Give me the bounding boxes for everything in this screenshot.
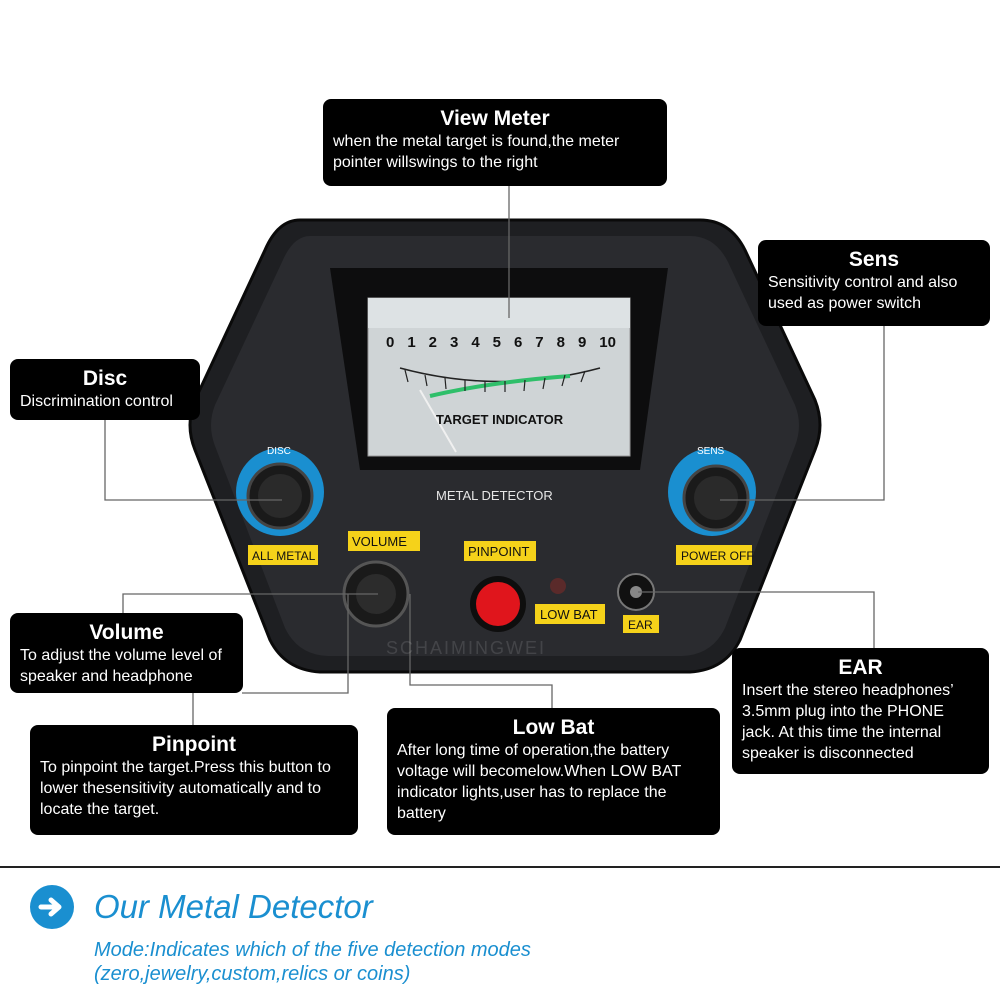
arrow-right-icon [30, 885, 74, 929]
view-meter-desc: when the metal target is found,the meter… [333, 133, 620, 171]
meter-label: TARGET INDICATOR [436, 412, 564, 427]
sens-knob-label: SENS [697, 446, 725, 457]
pinpoint-label: PINPOINT [468, 544, 530, 559]
callout-disc: Disc Discrimination control [10, 359, 200, 420]
pinpoint-desc: To pinpoint the target.Press this button… [40, 759, 331, 818]
sens-desc: Sensitivity control and also used as pow… [768, 274, 958, 312]
meter-scale-2: 2 [428, 334, 437, 351]
meter-scale-6: 6 [513, 334, 523, 351]
low-bat-title: Low Bat [512, 716, 595, 739]
callout-view-meter: View Meter when the metal target is foun… [323, 99, 667, 186]
watermark: SCHAIMINGWEI [386, 638, 547, 658]
callout-low-bat: Low Bat After long time of operation,the… [387, 708, 720, 835]
volume-label: VOLUME [352, 534, 407, 549]
section-divider [0, 866, 1000, 868]
ear-label: EAR [628, 618, 653, 632]
meter-scale-8: 8 [556, 334, 565, 351]
ear-desc: Insert the stereo headphones’ 3.5mm plug… [742, 682, 954, 762]
all-metal-label: ALL METAL [252, 549, 316, 563]
power-off-label: POWER OFF [681, 549, 754, 563]
section-title: Our Metal Detector [94, 888, 373, 925]
disc-knob-label: DISC [267, 446, 291, 457]
meter-scale-9: 9 [577, 334, 587, 351]
disc-title: Disc [82, 367, 128, 390]
ear-title: EAR [838, 656, 883, 679]
callout-pinpoint: Pinpoint To pinpoint the target.Press th… [30, 725, 358, 835]
meter-scale-3: 3 [449, 334, 459, 351]
meter-scale-10: 10 [599, 334, 616, 351]
view-meter-title: View Meter [440, 107, 550, 130]
low-bat-label: LOW BAT [540, 607, 598, 622]
panel-label: METAL DETECTOR [436, 488, 553, 503]
callout-ear: EAR Insert the stereo headphones’ 3.5mm … [732, 648, 989, 774]
disc-desc: Discrimination control [20, 393, 173, 410]
pinpoint-title: Pinpoint [152, 733, 236, 756]
meter-scale-1: 1 [407, 334, 416, 351]
meter-scale-4: 4 [471, 334, 480, 351]
low-bat-desc: After long time of operation,the battery… [397, 742, 681, 822]
callout-volume: Volume To adjust the volume level of spe… [10, 613, 243, 693]
meter-scale-5: 5 [492, 334, 501, 351]
volume-title: Volume [89, 621, 164, 644]
meter-scale: 0 1 2 3 4 5 6 7 8 9 10 [386, 334, 616, 351]
meter-scale-0: 0 [386, 334, 395, 351]
section-description: Mode:Indicates which of the five detecti… [94, 939, 531, 985]
volume-desc: To adjust the volume level of speaker an… [20, 647, 222, 685]
callout-sens: Sens Sensitivity control and also used a… [758, 240, 990, 326]
sens-title: Sens [848, 248, 900, 271]
meter-scale-7: 7 [535, 334, 544, 351]
